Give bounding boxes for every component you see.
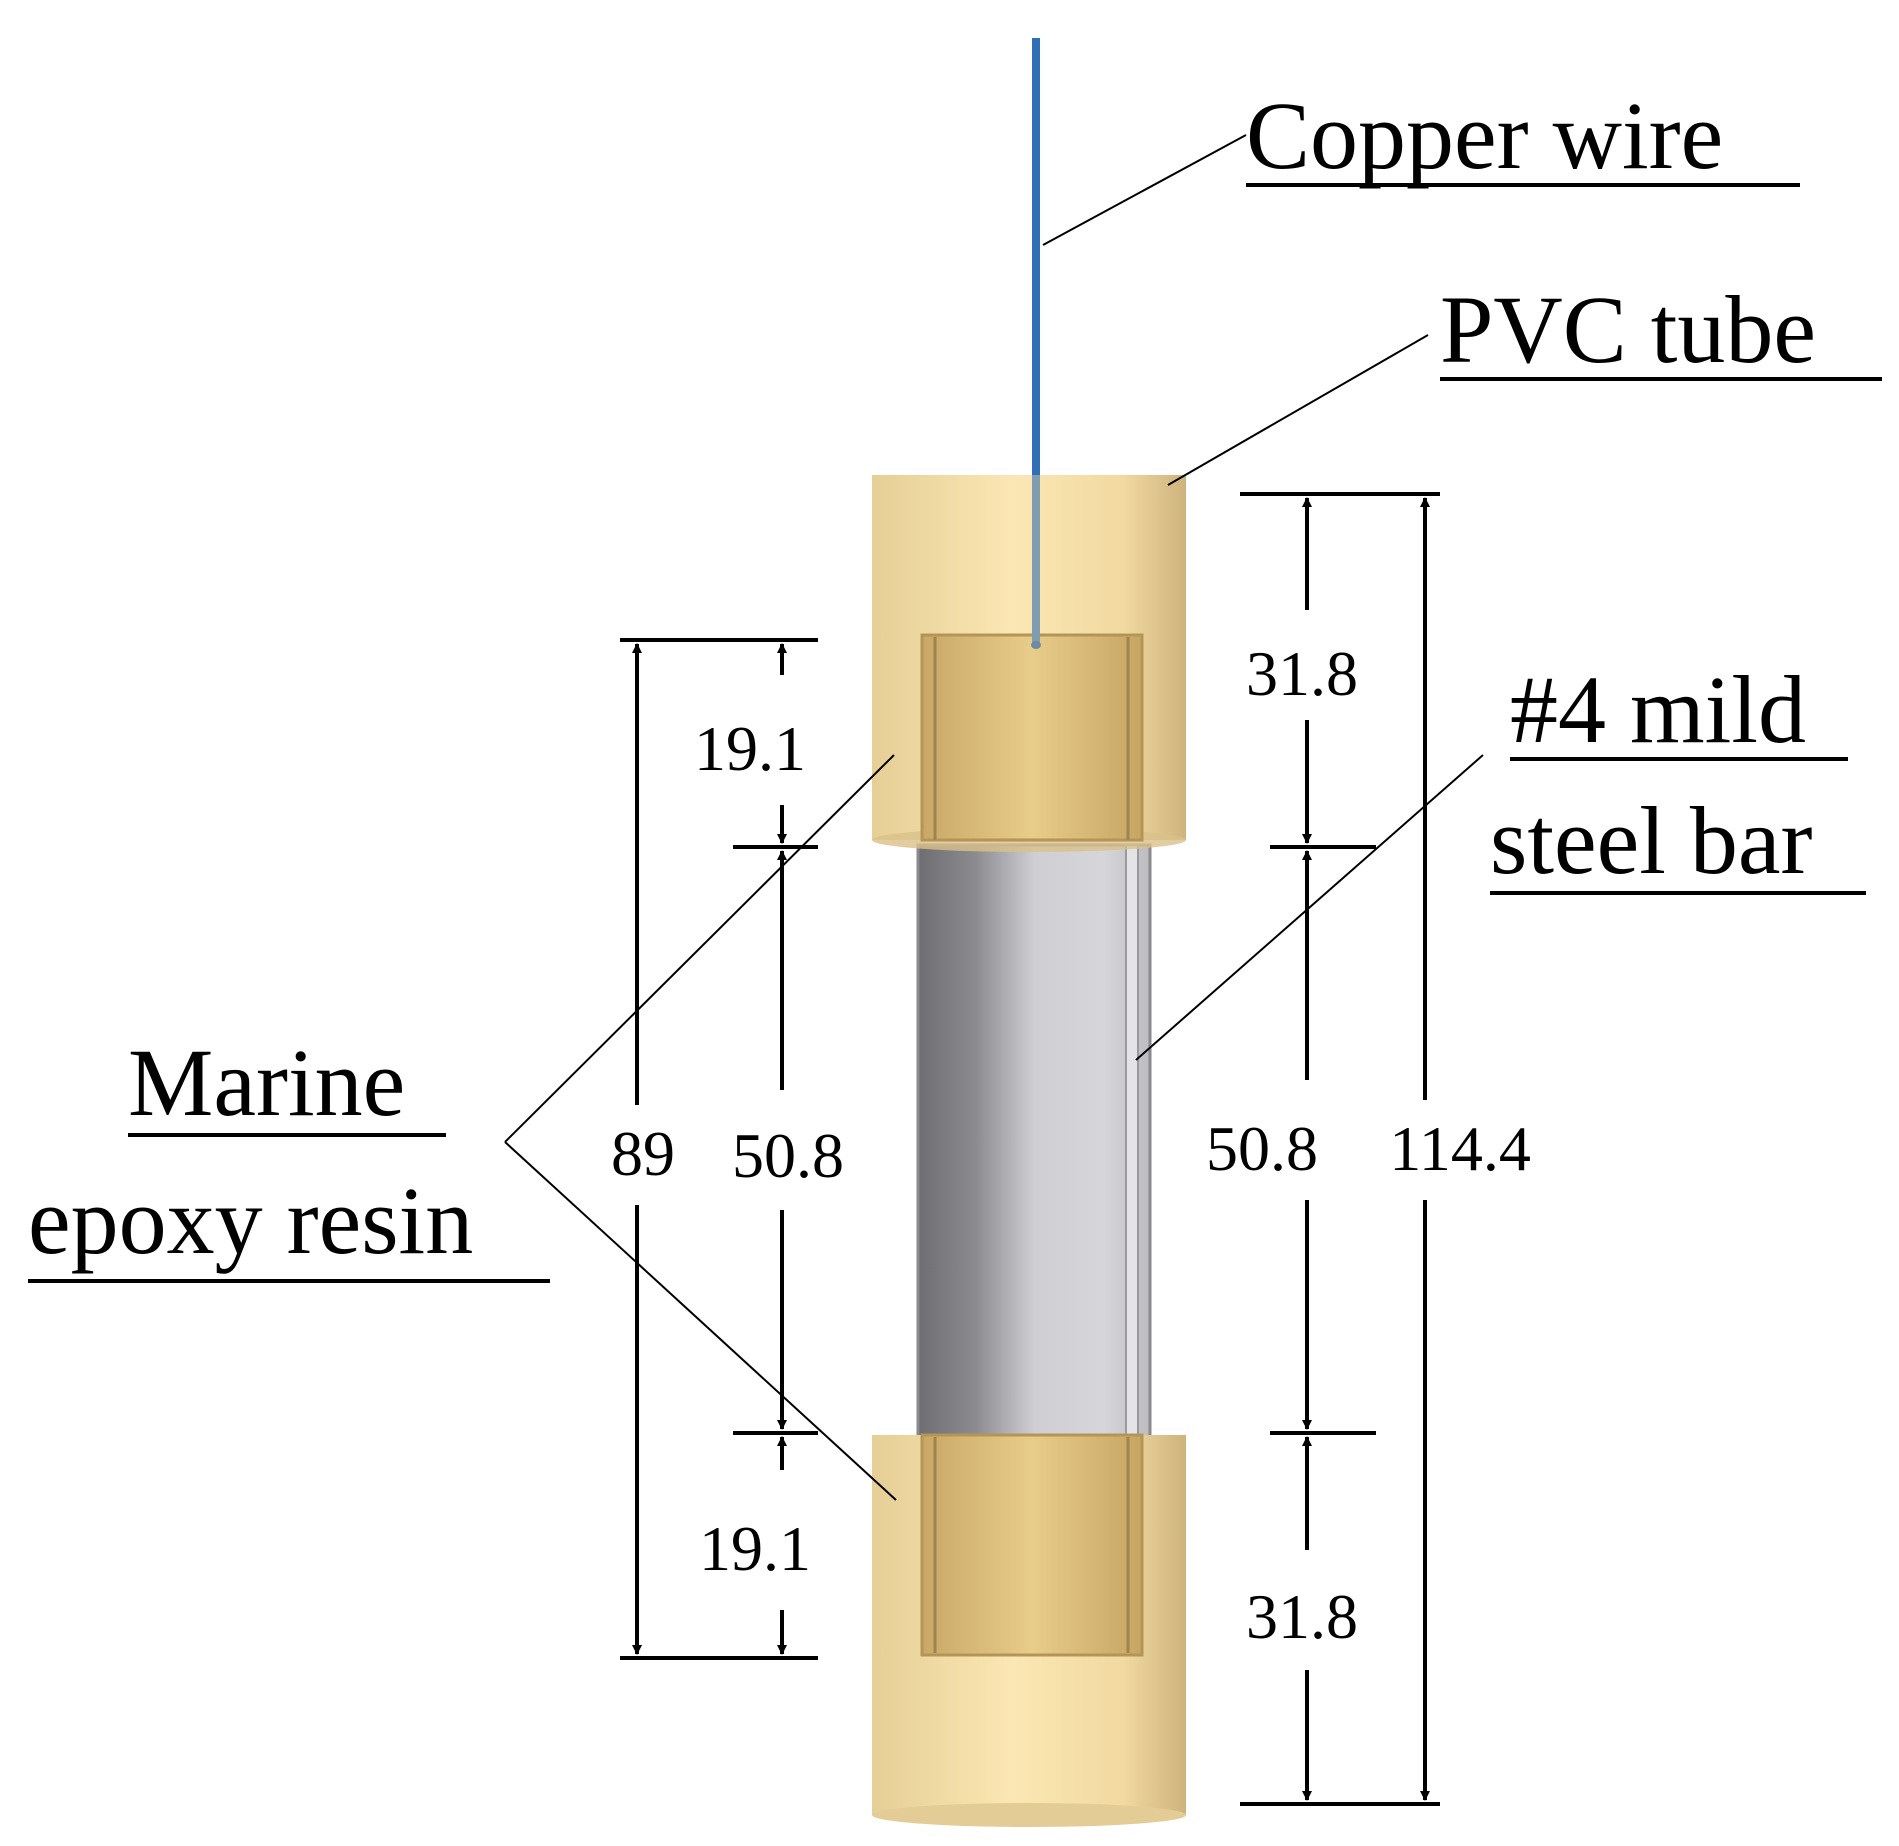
right-dimensions <box>1240 492 1440 1806</box>
steel-bar-leader <box>1135 754 1484 1061</box>
dim-left-bottom: 19.1 <box>699 1513 811 1584</box>
dim-right-bottom: 31.8 <box>1246 1581 1358 1652</box>
left-dimensions <box>620 638 818 1660</box>
bottom-cap-rim <box>872 1803 1186 1827</box>
epoxy-leader-bottom <box>504 1141 897 1501</box>
copper-wire <box>1032 38 1040 475</box>
dim-right-top: 31.8 <box>1246 638 1358 709</box>
label-steel-bar-line2: steel bar <box>1490 787 1813 894</box>
dim-left-total: 89 <box>611 1118 675 1189</box>
label-pvc-tube: PVC tube <box>1440 276 1816 383</box>
steel-bar-rim <box>1125 844 1139 1446</box>
epoxy-leader-top <box>504 754 895 1143</box>
label-epoxy-line2: epoxy resin <box>28 1167 473 1274</box>
top-epoxy-fill <box>920 633 1144 842</box>
steel-bar <box>916 843 1152 1447</box>
dim-right-total: 114.4 <box>1389 1113 1531 1184</box>
copper-wire-leader <box>1042 134 1247 246</box>
leader-lines <box>504 134 1484 1501</box>
label-epoxy-line1: Marine <box>128 1029 405 1136</box>
label-steel-bar-line1: #4 mild <box>1510 656 1806 763</box>
dimension-values: 89 19.1 50.8 19.1 31.8 50.8 31.8 114.4 <box>611 638 1531 1652</box>
component-labels: Copper wire PVC tube #4 mild steel bar M… <box>28 82 1882 1283</box>
dim-right-middle: 50.8 <box>1206 1113 1318 1184</box>
bottom-epoxy-fill <box>920 1433 1144 1657</box>
specimen <box>872 38 1186 1827</box>
pvc-tube-leader <box>1167 334 1429 486</box>
dim-left-middle: 50.8 <box>732 1120 844 1191</box>
copper-wire-embedded <box>1032 475 1040 645</box>
dim-left-top: 19.1 <box>694 713 806 784</box>
label-copper-wire: Copper wire <box>1246 82 1723 189</box>
